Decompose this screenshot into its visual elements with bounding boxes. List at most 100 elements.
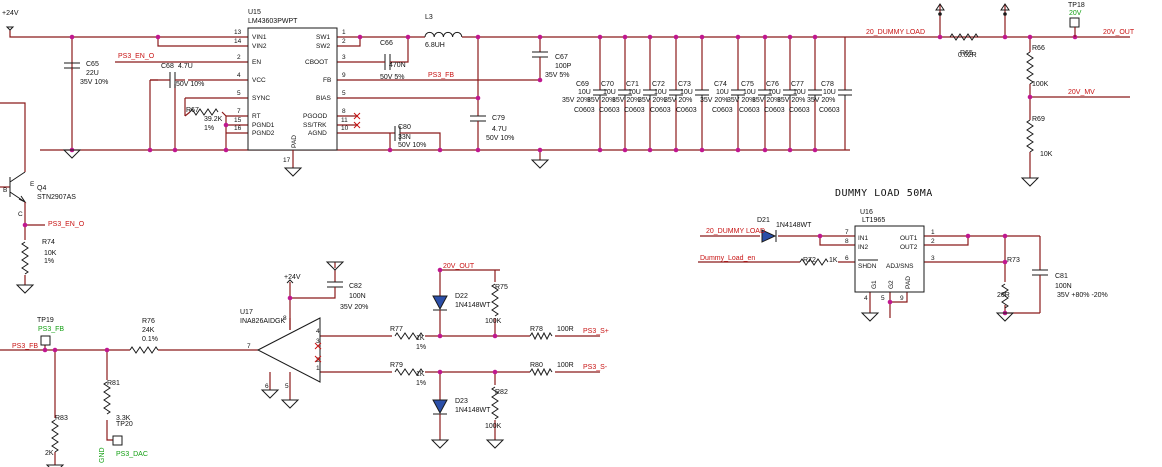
svg-text:0.1%: 0.1%	[142, 336, 158, 343]
svg-text:C68: C68	[161, 63, 174, 70]
svg-text:10K: 10K	[1040, 151, 1053, 158]
cap-package: C0603	[739, 107, 760, 114]
svg-text:R65: R65	[960, 50, 973, 57]
net-label: +24V	[284, 274, 301, 281]
resistor-r69: R69 10K	[1026, 116, 1053, 160]
svg-text:C67: C67	[555, 54, 568, 61]
svg-text:0.02R: 0.02R	[958, 52, 977, 59]
net-label: +24V	[2, 10, 19, 17]
svg-text:100P: 100P	[555, 63, 572, 70]
svg-text:4.7U: 4.7U	[492, 126, 507, 133]
svg-text:PS3_DAC: PS3_DAC	[116, 451, 148, 458]
svg-text:1%: 1%	[204, 125, 214, 132]
svg-text:3: 3	[316, 338, 320, 345]
svg-text:2: 2	[316, 357, 320, 364]
svg-text:U17: U17	[240, 309, 253, 316]
cap-ref: C77	[791, 81, 804, 88]
cap-ref: C70	[601, 81, 614, 88]
cap-value: 10U	[716, 89, 729, 96]
cap-package: C0603	[819, 107, 840, 114]
svg-text:1N4148WT: 1N4148WT	[455, 302, 491, 309]
svg-text:R83: R83	[55, 415, 68, 422]
svg-text:C82: C82	[349, 283, 362, 290]
cap-c81: C81 100N 35V +80% -20%	[1032, 269, 1108, 299]
net-labels: +24V +24V PS3_EN_O PS3_EN_O PS3_FB PS3_F…	[2, 10, 1135, 371]
svg-text:R73: R73	[1007, 257, 1020, 264]
opamp-u17: INA826AIDGK U17 7 8 4 3 2 1 6 5	[240, 309, 322, 390]
resistor-r82: R82 100K	[485, 386, 508, 430]
cap-rating: 35V 20%	[638, 97, 666, 104]
u15-pin-num: 9	[342, 72, 346, 79]
svg-text:8: 8	[283, 315, 287, 322]
resistor-r83: R83 2K	[45, 415, 68, 457]
cap-value: 10U	[823, 89, 836, 96]
svg-text:B: B	[3, 187, 7, 194]
cap-rating: 35V 20%	[664, 97, 692, 104]
junction-dots	[22, 34, 1078, 375]
svg-text:D23: D23	[455, 398, 468, 405]
svg-text:U16: U16	[860, 209, 873, 216]
u15-pin-name: RT	[252, 113, 261, 120]
net-label: PS3_S-	[583, 364, 608, 371]
net-label: PS3_EN_O	[48, 221, 85, 228]
svg-text:1%: 1%	[44, 258, 54, 265]
svg-text:100R: 100R	[557, 362, 574, 369]
svg-text:R77: R77	[390, 326, 403, 333]
svg-text:R66: R66	[1032, 45, 1045, 52]
svg-text:C81: C81	[1055, 273, 1068, 280]
u15-pin-name: VIN1	[252, 34, 267, 41]
u15-pin-name: AGND	[308, 130, 327, 137]
inductor-l3: L3 6.8UH	[424, 14, 463, 49]
svg-text:6: 6	[845, 255, 849, 262]
u15-right-pins: 1 SW1 2 SW2 3 CBOOT 9 FB 5 BIAS 8 PGOOD …	[303, 29, 349, 137]
svg-text:5: 5	[881, 295, 885, 302]
testpoint-tp19: TP19 PS3_FB	[37, 317, 64, 346]
testpoint-tp18: TP18 20V	[1068, 2, 1085, 37]
svg-text:R75: R75	[495, 284, 508, 291]
svg-text:R82: R82	[495, 389, 508, 396]
svg-text:8: 8	[845, 238, 849, 245]
svg-text:7: 7	[845, 229, 849, 236]
svg-text:1: 1	[316, 365, 320, 372]
cap-c67: C67 100P 35V 5%	[532, 51, 572, 79]
cap-package: C0603	[599, 107, 620, 114]
svg-text:C80: C80	[398, 124, 411, 131]
svg-text:50V 10%: 50V 10%	[486, 135, 514, 142]
cap-ref: C76	[766, 81, 779, 88]
u15-pin-name: SW1	[316, 34, 330, 41]
svg-text:2K: 2K	[45, 450, 54, 457]
cap-ref: C72	[652, 81, 665, 88]
svg-text:R78: R78	[530, 326, 543, 333]
svg-text:C65: C65	[86, 61, 99, 68]
cap-rating: 35V 20%	[727, 97, 755, 104]
net-label: 20V_OUT	[443, 263, 475, 270]
resistor-r73: R73 20R	[997, 257, 1020, 309]
svg-text:IN1: IN1	[858, 235, 869, 242]
cap-value: 10U	[680, 89, 693, 96]
u15-part: LM43603PWPT	[248, 18, 298, 25]
u15-pin-name: FB	[323, 77, 331, 84]
svg-text:1: 1	[931, 229, 935, 236]
svg-text:D21: D21	[757, 217, 770, 224]
net-label: PS3_S+	[583, 328, 609, 335]
cap-rating: 35V 20%	[807, 97, 835, 104]
svg-text:OUT2: OUT2	[900, 244, 918, 251]
svg-text:24K: 24K	[142, 327, 155, 334]
u15-pin-num: 11	[341, 117, 348, 124]
net-label: PS3_EN_O	[118, 53, 155, 60]
transistor-q4: B C E Q4 STN2907AS	[3, 170, 76, 218]
svg-text:20V: 20V	[1069, 10, 1082, 17]
svg-text:R67: R67	[186, 107, 199, 114]
svg-text:1K: 1K	[829, 257, 838, 264]
svg-text:R69: R69	[1032, 116, 1045, 123]
svg-text:GND: GND	[99, 447, 106, 463]
u15-pin-num: 4	[237, 72, 241, 79]
svg-text:1N4148WT: 1N4148WT	[776, 222, 812, 229]
